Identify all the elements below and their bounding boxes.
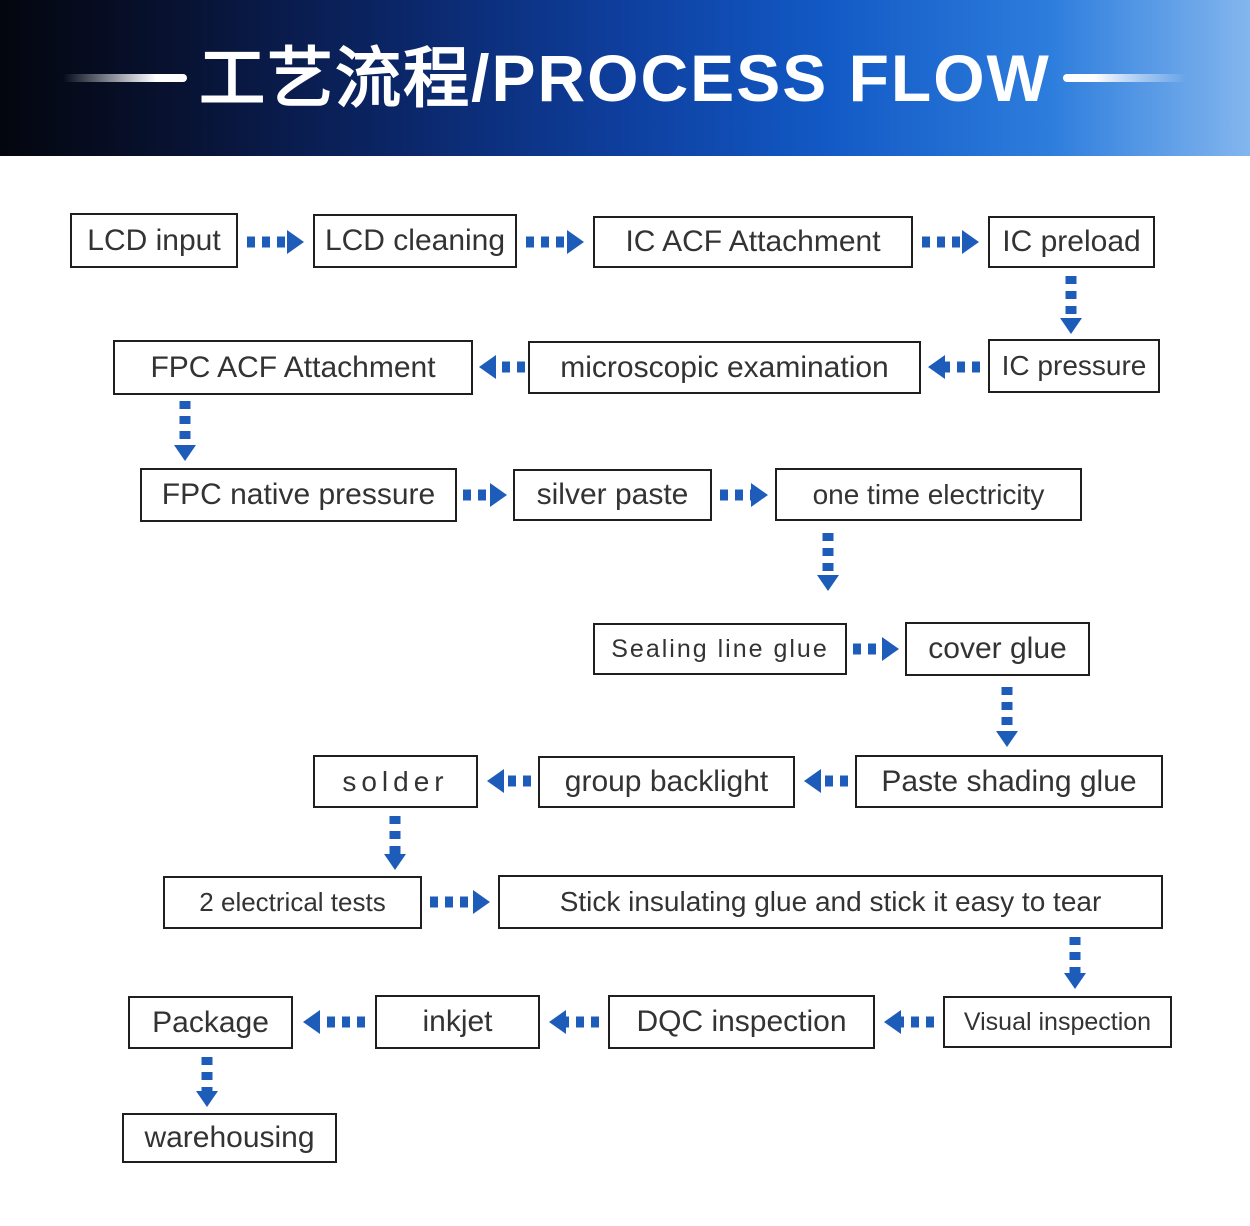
arrow-sealing-line-glue-to-cover-glue [853,637,899,661]
node-package: Package [128,996,293,1049]
title-decorative-line-left [63,74,188,82]
arrow-stick-insulating-glue-to-visual-inspection [1064,937,1086,989]
arrow-solder-to-2-electrical-tests [384,816,406,870]
node-paste-shading-glue: Paste shading glue [855,755,1163,808]
arrow-ic-acf-attachment-to-ic-preload [922,230,979,254]
arrow-ic-pressure-to-microscopic-examination [928,355,980,379]
arrow-inkjet-to-package [303,1010,365,1034]
arrow-lcd-input-to-lcd-cleaning [247,230,304,254]
node-fpc-native-pressure: FPC native pressure [140,468,457,522]
node-ic-pressure: IC pressure [988,339,1160,393]
node-sealing-line-glue: Sealing line glue [593,623,847,675]
page-title: 工艺流程/PROCESS FLOW [199,41,1051,115]
node-group-backlight: group backlight [538,756,795,808]
node-silver-paste: silver paste [513,469,712,521]
node-visual-inspection: Visual inspection [943,996,1172,1048]
node-lcd-cleaning: LCD cleaning [313,214,517,268]
node-inkjet: inkjet [375,995,540,1049]
node-dqc-inspection: DQC inspection [608,995,875,1049]
title-decorative-line-right [1062,74,1187,82]
node-warehousing: warehousing [122,1113,337,1163]
arrow-lcd-cleaning-to-ic-acf-attachment [526,230,584,254]
arrow-2-electrical-tests-to-stick-insulating-glue [430,890,490,914]
arrow-silver-paste-to-one-time-electricity [720,483,768,507]
node-microscopic-examination: microscopic examination [528,341,921,394]
arrow-cover-glue-to-paste-shading-glue [996,687,1018,747]
node-stick-insulating-glue: Stick insulating glue and stick it easy … [498,875,1163,929]
arrow-group-backlight-to-solder [487,769,531,793]
node-solder: solder [313,755,478,808]
arrow-package-to-warehousing [196,1057,218,1107]
arrow-fpc-acf-attachment-to-fpc-native-pressure [174,401,196,461]
node-fpc-acf-attachment: FPC ACF Attachment [113,340,473,395]
arrow-dqc-inspection-to-inkjet [549,1010,599,1034]
arrow-ic-preload-to-ic-pressure [1060,276,1082,334]
node-ic-preload: IC preload [988,216,1155,268]
node-2-electrical-tests: 2 electrical tests [163,876,422,929]
header-banner: 工艺流程/PROCESS FLOW [0,0,1250,156]
arrow-fpc-native-pressure-to-silver-paste [463,483,507,507]
node-lcd-input: LCD input [70,213,238,268]
node-ic-acf-attachment: IC ACF Attachment [593,216,913,268]
arrow-one-time-electricity-to-sealing-line-glue [817,533,839,591]
arrow-visual-inspection-to-dqc-inspection [884,1010,934,1034]
arrow-microscopic-examination-to-fpc-acf-attachment [479,355,525,379]
arrow-paste-shading-glue-to-group-backlight [804,769,848,793]
node-cover-glue: cover glue [905,622,1090,676]
node-one-time-electricity: one time electricity [775,468,1082,521]
